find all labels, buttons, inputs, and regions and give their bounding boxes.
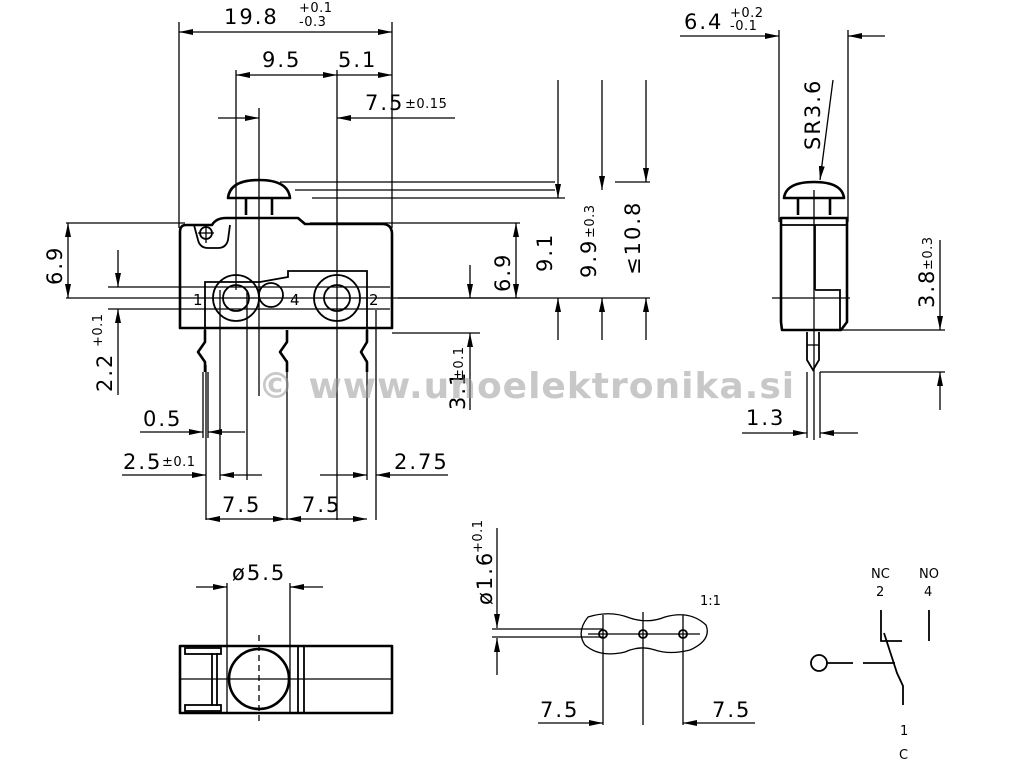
- dim-center-pitch: 7.5: [365, 91, 404, 115]
- dim-body-height: 6.9: [43, 246, 67, 285]
- common-label: C: [899, 748, 908, 763]
- dim-actuator-height-2-tol: ±0.3: [583, 204, 598, 238]
- pcb-scale: 1:1: [700, 594, 721, 609]
- bottom-view: ø5.5: [178, 561, 394, 725]
- dim-bottom-hole-diameter: ø5.5: [232, 561, 286, 585]
- nc-pin: 2: [876, 585, 884, 600]
- no-pin: 4: [924, 585, 932, 600]
- dim-center-pitch-tol: ±0.15: [405, 97, 447, 112]
- dim-side-width: 6.4: [684, 10, 723, 34]
- dim-pin-edge-offset: 2.5: [123, 450, 162, 474]
- dim-pin-width: 0.5: [143, 407, 182, 431]
- dim-pin-spacing-right: 7.5: [302, 493, 341, 517]
- dim-body-height-right: 6.9: [491, 253, 515, 292]
- dim-pin-spacing-left: 7.5: [222, 493, 261, 517]
- dim-side-width-tol-plus: +0.2: [730, 6, 764, 21]
- pin-label-2: 2: [369, 291, 379, 309]
- dim-pin-end-offset: 2.75: [394, 450, 449, 474]
- tol-plus: +0.1: [299, 1, 333, 16]
- tol-minus: -0.3: [299, 15, 326, 30]
- dim-overall-length: 19.8: [224, 5, 279, 29]
- dim-actuator-offset: 9.5: [262, 48, 301, 72]
- dim-pcb-hole-diameter-tol: +0.1: [471, 519, 486, 553]
- dim-pcb-spacing-left: 7.5: [540, 698, 579, 722]
- dim-pin-row-offset-tol: +0.1: [91, 313, 106, 347]
- nc-label: NC: [871, 567, 890, 582]
- dim-actuator-height-1: 9.1: [533, 233, 557, 272]
- dim-pcb-hole-diameter: ø1.6: [473, 551, 497, 605]
- dim-side-width-tol-minus: -0.1: [730, 19, 757, 34]
- dim-pin-length: 3.1: [446, 371, 470, 410]
- pcb-layout: ø1.6 +0.1 1:1 7.5 7.5: [471, 519, 755, 726]
- dim-pin-length-tol: ±0.1: [452, 346, 467, 380]
- dim-actuator-height-2: 9.9: [577, 239, 601, 278]
- front-view: 1 4 2: [43, 1, 650, 522]
- watermark: © www.unoelektronika.si: [258, 366, 795, 407]
- pin-label-4: 4: [290, 291, 300, 309]
- pin-label-1: 1: [193, 291, 203, 309]
- no-label: NO: [919, 567, 939, 582]
- dim-actuator-height-max: ≤10.8: [621, 201, 645, 275]
- dim-actuator-to-end: 5.1: [338, 48, 377, 72]
- dim-pin-edge-offset-tol: ±0.1: [162, 455, 196, 470]
- dim-side-pin-length-tol: ±0.3: [921, 236, 936, 270]
- dim-pin-row-offset: 2.2: [93, 353, 117, 392]
- dim-side-pin-width: 1.3: [746, 406, 785, 430]
- dim-side-pin-length: 3.8: [915, 269, 939, 308]
- common-pin: 1: [900, 724, 908, 739]
- side-view: 6.4 +0.2 -0.1 SR3.6 3.8 ±0.3 1.3: [680, 6, 945, 440]
- switch-schematic: NC 2 NO 4 1 C: [810, 567, 939, 763]
- dim-actuator-radius: SR3.6: [801, 79, 825, 150]
- dim-pcb-spacing-right: 7.5: [712, 698, 751, 722]
